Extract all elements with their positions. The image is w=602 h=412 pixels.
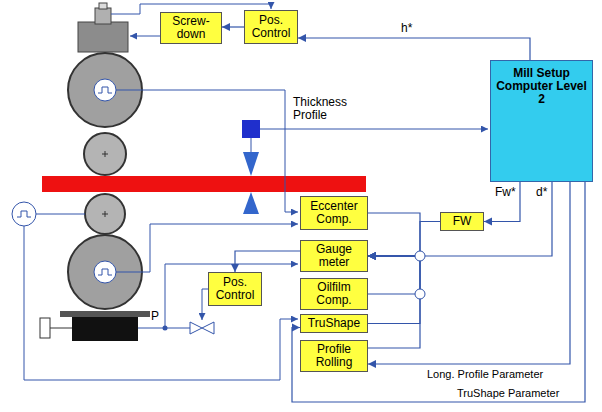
signal-label: d* — [535, 186, 548, 199]
controller-box: Pos. Control — [244, 10, 298, 44]
connector — [368, 256, 420, 294]
box-label: Mill Setup Computer Level 2 — [494, 67, 589, 106]
cylinder-plate — [60, 311, 150, 317]
pulse-glyph — [98, 87, 112, 93]
computer-box: Mill Setup Computer Level 2 — [490, 60, 593, 182]
encoder-symbol — [94, 261, 116, 283]
work-roll — [85, 194, 125, 234]
connector — [368, 213, 420, 256]
signal-wire — [116, 90, 298, 212]
summing-junction — [415, 289, 425, 299]
box-label: Pos. Control — [212, 276, 258, 302]
signal-label: P — [150, 310, 160, 323]
connector — [368, 182, 552, 256]
xray-beam — [243, 192, 259, 214]
controller-box: Eccenter Comp. — [300, 196, 368, 230]
connector — [292, 182, 585, 402]
hydraulic-cylinder — [72, 317, 138, 341]
signal-label: Thickness Profile — [292, 96, 364, 122]
signal-wire — [260, 129, 488, 130]
thickness-gauge — [242, 120, 260, 138]
controller-box: Oilfilm Comp. — [300, 278, 368, 310]
controller-box: Profile Rolling — [300, 340, 368, 372]
roll-center — [102, 151, 108, 157]
actuator-box: Screw-down — [160, 12, 222, 44]
controller-box: Pos. Control — [208, 272, 262, 306]
xray-beam — [243, 152, 259, 176]
box-label: Gauge meter — [304, 243, 364, 269]
connector — [368, 256, 420, 348]
signal-label: h* — [400, 22, 413, 35]
gauge-wire — [251, 138, 252, 152]
encoder-symbol — [94, 79, 116, 101]
strip — [42, 176, 366, 192]
servo-valve — [190, 322, 214, 334]
connector — [368, 182, 570, 364]
work-roll — [84, 133, 126, 175]
signal-wire — [116, 224, 298, 272]
position-transducer — [40, 318, 50, 338]
box-label: Profile Rolling — [304, 343, 364, 369]
connector — [222, 26, 244, 27]
pulse-glyph — [17, 211, 31, 217]
signal-wire — [130, 36, 160, 37]
controller-box: FW — [440, 212, 484, 231]
connector — [368, 256, 420, 324]
roll-center — [102, 211, 108, 217]
controller-box: TruShape — [300, 314, 368, 333]
sensor-wire — [36, 214, 85, 215]
box-label: FW — [444, 215, 480, 228]
box-label: Eccenter Comp. — [304, 200, 364, 226]
screw-head — [99, 3, 107, 9]
connector — [298, 38, 530, 60]
connector — [484, 182, 520, 222]
screw-housing — [78, 22, 128, 52]
connector — [368, 222, 440, 257]
summing-junction — [415, 251, 425, 261]
speed-sensor — [12, 202, 36, 226]
signal-label: Long. Profile Parameter — [426, 368, 544, 381]
transducer-rod — [50, 328, 72, 329]
pulse-glyph — [98, 269, 112, 275]
signal-wire — [24, 226, 298, 380]
signal-wire — [165, 264, 298, 328]
box-label: Pos. Control — [248, 14, 294, 40]
signal-label: Fw* — [494, 186, 517, 199]
box-label: Screw-down — [164, 15, 218, 41]
controller-box: Gauge meter — [300, 240, 368, 272]
screw — [95, 8, 111, 24]
box-label: TruShape — [304, 317, 364, 330]
box-label: Oilfilm Comp. — [304, 281, 364, 307]
signal-label: TruShape Parameter — [456, 387, 560, 400]
connector — [235, 251, 300, 272]
